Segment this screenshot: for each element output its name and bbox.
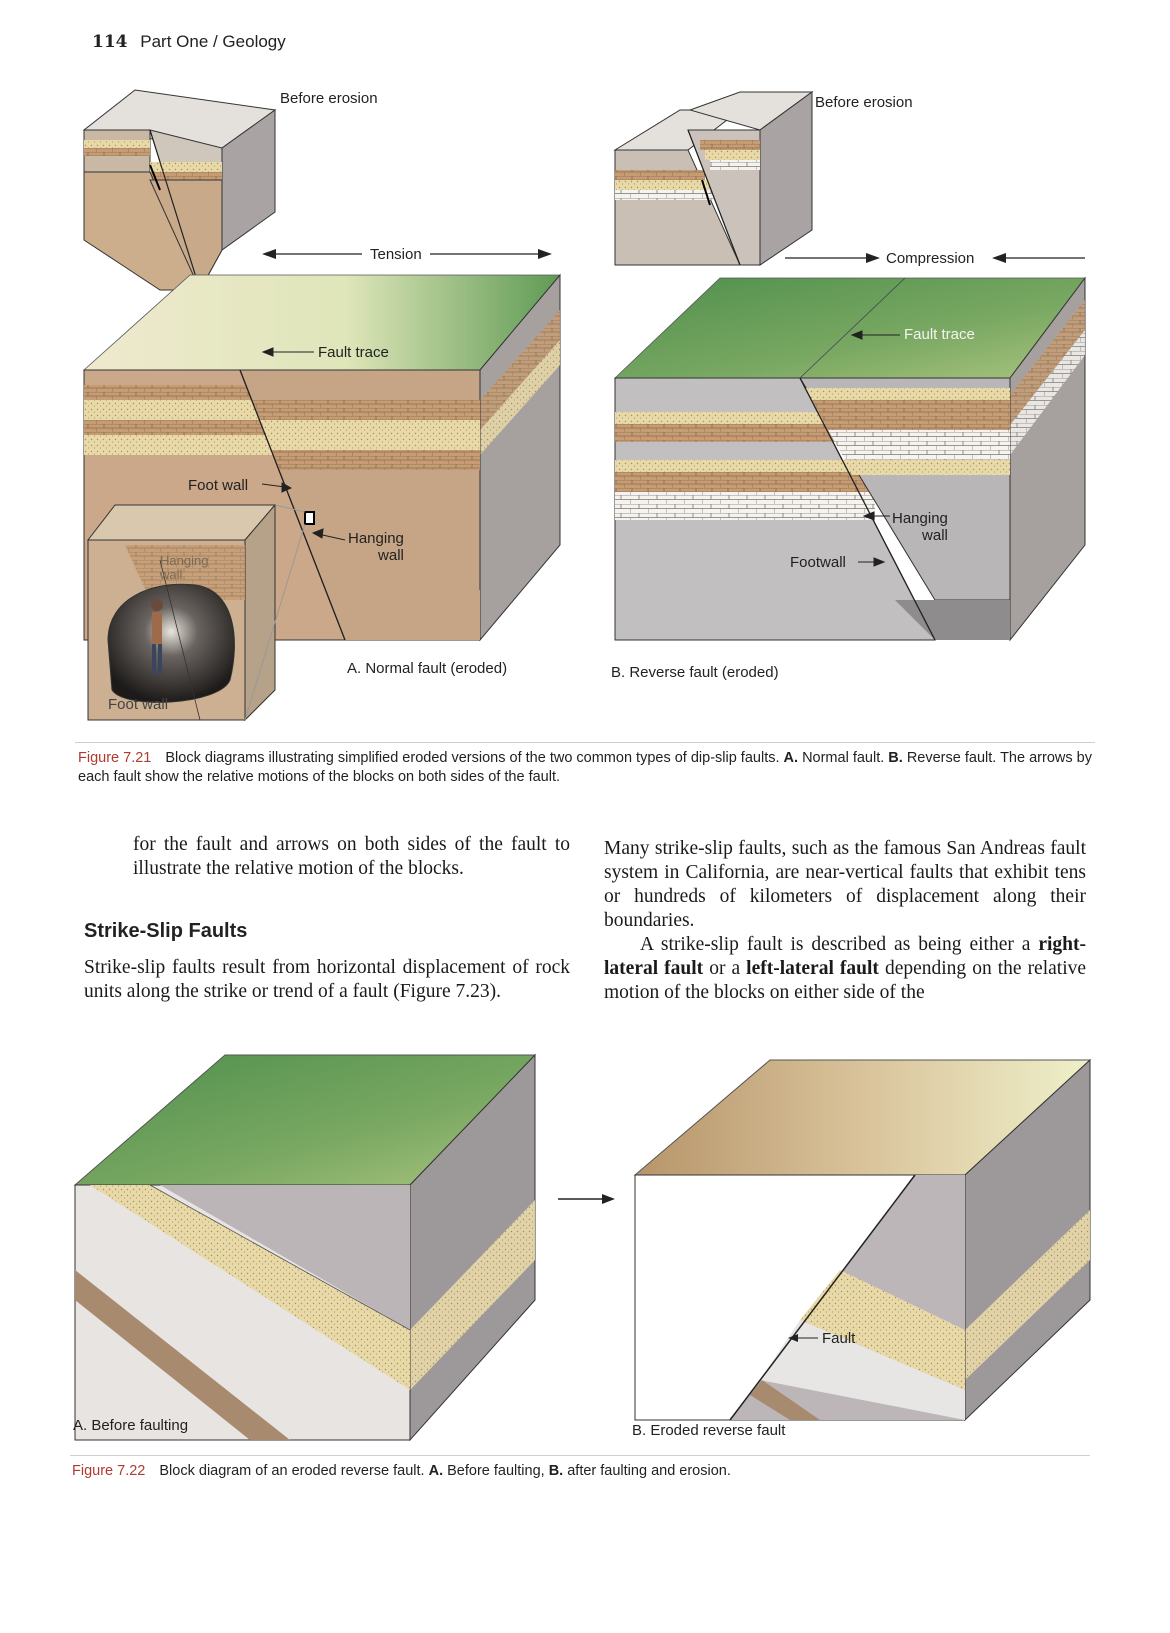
label-fault-trace-b: Fault trace <box>904 326 975 343</box>
label-hanging-wall-a: Hanging wall <box>348 530 404 564</box>
label-tension: Tension <box>370 246 422 263</box>
label-foot-wall-a: Foot wall <box>188 477 249 494</box>
before-faulting-block <box>73 1053 537 1442</box>
figure-7-21-caption: Figure 7.21 Block diagrams illustrating … <box>78 750 1092 785</box>
caption-rule-7-22 <box>70 1455 1090 1456</box>
term-left-lateral: left-lateral fault <box>746 958 879 979</box>
normal-fault-eroded-block <box>82 273 561 642</box>
running-header: 114 Part One / Geology <box>92 32 286 52</box>
compression-arrows <box>785 253 1085 263</box>
section-heading-strike-slip: Strike-Slip Faults <box>84 920 248 942</box>
normal-fault-before-block <box>82 89 277 292</box>
term-right-lateral: right-lateral fault <box>604 934 1086 979</box>
left-paragraph-continued: for the fault and arrows on both sides o… <box>133 834 570 879</box>
label-inset-hanging-wall: Hanging wall <box>160 553 209 582</box>
label-hanging-wall-b: Hanging wall <box>892 510 948 544</box>
figure-7-21-number: Figure 7.21 <box>78 750 152 766</box>
reverse-fault-eroded-block <box>614 276 1086 642</box>
inset-mine-photo-block <box>86 503 277 722</box>
label-fault: Fault <box>822 1330 856 1347</box>
running-title: Part One / Geology <box>140 32 286 51</box>
label-inset-foot-wall: Foot wall <box>108 696 169 713</box>
label-eroded-reverse-fault: B. Eroded reverse fault <box>632 1422 786 1439</box>
label-before-erosion-a: Before erosion <box>280 90 378 107</box>
right-paragraph-2: A strike-slip fault is described as bein… <box>604 934 1087 1003</box>
figure-7-22-caption: Figure 7.22 Block diagram of an eroded r… <box>72 1463 731 1479</box>
figure-b-leaders <box>850 330 900 567</box>
caption-normal-fault: A. Normal fault (eroded) <box>347 660 508 677</box>
page-number: 114 <box>92 32 128 52</box>
figure-7-22-number: Figure 7.22 <box>72 1463 146 1479</box>
tension-arrows <box>262 249 552 259</box>
label-compression: Compression <box>886 250 975 267</box>
label-before-faulting: A. Before faulting <box>73 1417 189 1434</box>
left-paragraph-strike-slip: Strike-slip faults result from horizonta… <box>84 957 570 1002</box>
label-fault-trace-a: Fault trace <box>318 344 389 361</box>
eroded-reverse-fault-block <box>633 1058 1092 1422</box>
label-before-erosion-b: Before erosion <box>815 94 913 111</box>
right-paragraph-1: Many strike-slip faults, such as the fam… <box>604 838 1086 931</box>
reverse-fault-before-block <box>613 91 814 266</box>
caption-rule-7-21 <box>75 742 1095 743</box>
label-footwall-b: Footwall <box>790 554 846 571</box>
faulting-arrow <box>558 1194 615 1204</box>
caption-reverse-fault: B. Reverse fault (eroded) <box>611 664 779 681</box>
figure-a-leaders <box>244 347 346 721</box>
